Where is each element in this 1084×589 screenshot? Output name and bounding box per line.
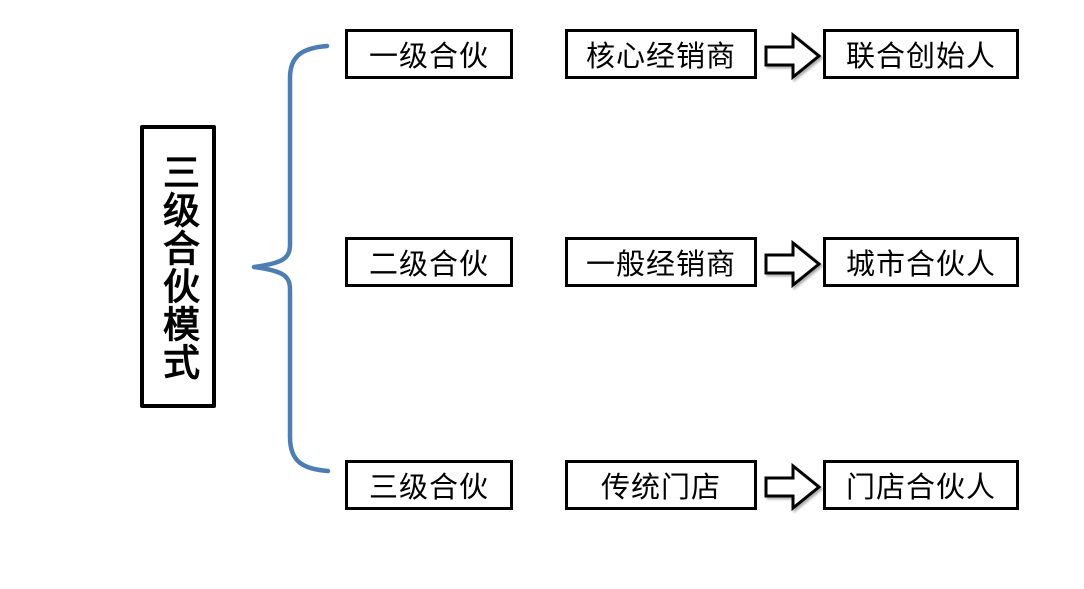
result-2-label: 城市合伙人 [845, 247, 996, 281]
role-3-box: 传统门店 [565, 460, 757, 510]
role-1-box: 核心经销商 [565, 29, 757, 79]
level-3-label: 三级合伙 [368, 470, 489, 504]
result-1-label: 联合创始人 [845, 39, 996, 73]
right-block-arrow-icon [764, 31, 822, 81]
result-3-box: 门店合伙人 [823, 460, 1019, 510]
root-node-box: 三级合伙模式 [140, 125, 216, 408]
curly-brace-path [251, 43, 331, 474]
role-3-label: 传统门店 [600, 470, 721, 504]
right-block-arrow-icon [764, 239, 822, 289]
role-2-box: 一般经销商 [565, 237, 757, 287]
arrow-row-1 [762, 31, 824, 81]
arrow-row-3 [762, 462, 824, 512]
arrow-row-2 [762, 239, 824, 289]
level-1-box: 一级合伙 [345, 29, 513, 79]
right-block-arrow-icon [764, 462, 822, 512]
result-3-label: 门店合伙人 [845, 470, 996, 504]
level-1-label: 一级合伙 [368, 39, 489, 73]
level-2-label: 二级合伙 [368, 247, 489, 281]
level-3-box: 三级合伙 [345, 460, 513, 510]
root-node-label: 三级合伙模式 [156, 152, 200, 381]
role-1-label: 核心经销商 [585, 39, 736, 73]
level-2-box: 二级合伙 [345, 237, 513, 287]
result-1-box: 联合创始人 [823, 29, 1019, 79]
role-2-label: 一般经销商 [585, 247, 736, 281]
curly-brace-icon [251, 43, 331, 474]
result-2-box: 城市合伙人 [823, 237, 1019, 287]
